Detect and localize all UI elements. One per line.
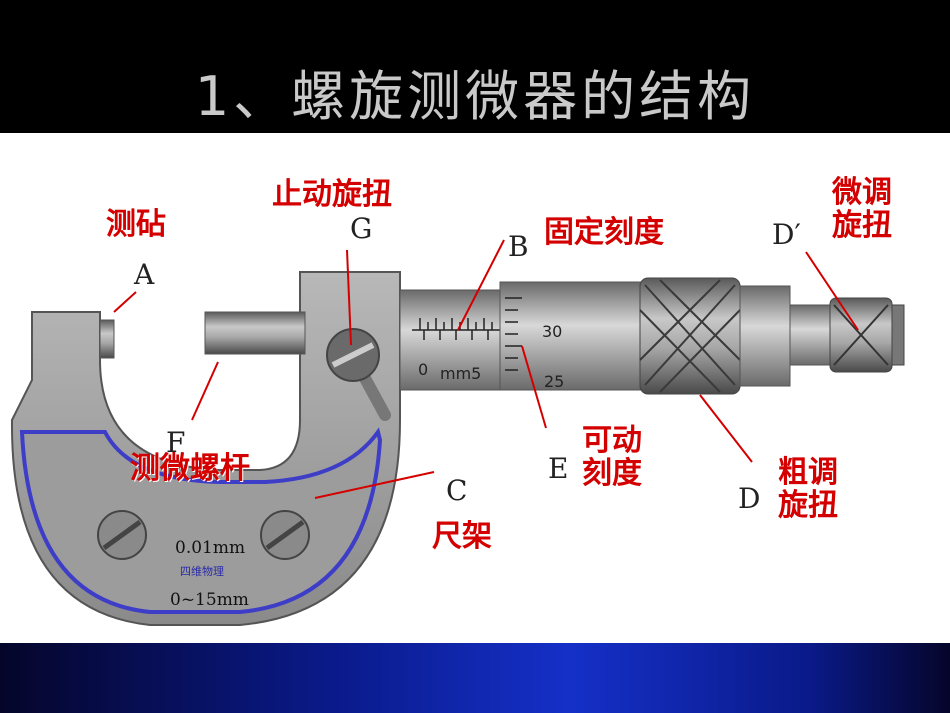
scale-zero: 0 — [418, 360, 429, 379]
sleeve — [399, 289, 511, 391]
letter-C: C — [446, 474, 468, 507]
letter-B: B — [508, 230, 529, 263]
frame-screw-right — [260, 510, 310, 560]
fixed-scale-ticks — [412, 318, 500, 340]
thimble-30: 30 — [542, 322, 563, 341]
label-fine-knob: 微调旋扭 — [832, 175, 892, 243]
anvil — [99, 319, 115, 359]
letter-E: E — [548, 452, 569, 485]
label-frame: 尺架 — [432, 519, 492, 554]
letter-F: F — [166, 426, 186, 459]
coarse-knob — [639, 277, 791, 395]
label-thimble-scale: 可动刻度 — [582, 423, 642, 491]
thimble-25: 25 — [544, 372, 565, 391]
letter-G: G — [350, 212, 373, 245]
label-lock-knob: 止动旋扭 — [272, 177, 392, 212]
fine-knob — [789, 297, 905, 373]
label-spindle: 测微螺杆 — [130, 451, 250, 486]
frame-resolution: 0.01mm — [175, 538, 246, 558]
frame-screw-left — [97, 510, 147, 560]
spindle — [204, 311, 306, 355]
slide-title: 1、螺旋测微器的结构 — [194, 65, 756, 128]
letter-D-prime: D′ — [772, 218, 801, 251]
title-bar: 1、螺旋测微器的结构 — [0, 0, 950, 133]
thimble — [499, 281, 651, 391]
frame — [10, 271, 401, 626]
lock-knob — [326, 328, 391, 421]
footer-band — [0, 643, 950, 713]
scale-five: mm5 — [440, 364, 482, 383]
label-fixed-scale: 固定刻度 — [544, 215, 664, 250]
thimble-ticks — [505, 297, 522, 371]
letter-A: A — [134, 258, 155, 291]
frame-brand: 四维物理 — [180, 565, 224, 578]
leader-lines — [113, 239, 859, 499]
frame-range: 0~15mm — [170, 590, 249, 610]
letter-D: D — [738, 482, 761, 515]
label-anvil: 测砧 — [106, 207, 166, 242]
label-coarse-knob: 粗调旋扭 — [778, 455, 838, 523]
